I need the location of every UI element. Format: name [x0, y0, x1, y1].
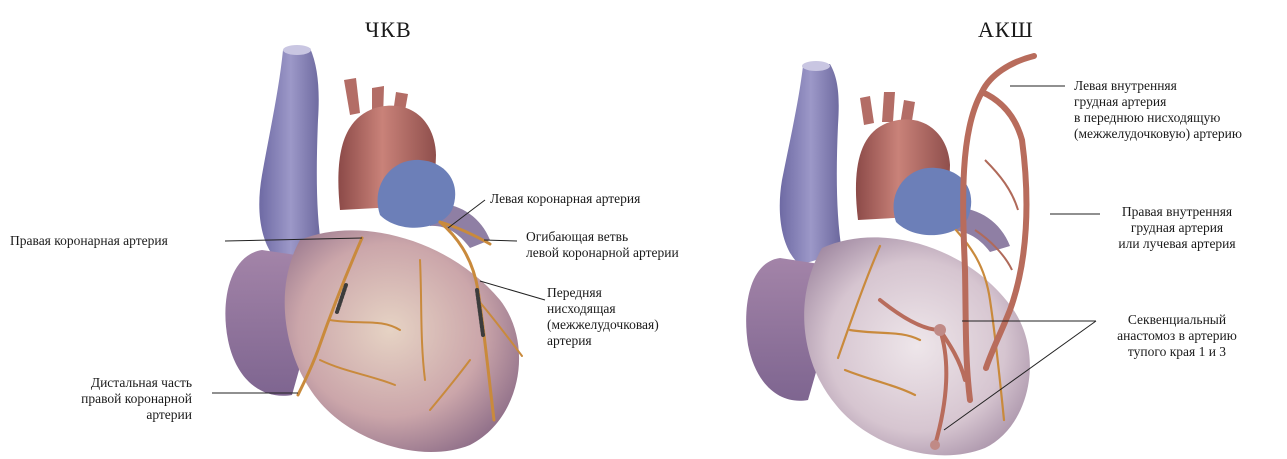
label-circumflex-branch: Огибающая ветвь левой коронарной артерии — [526, 229, 679, 261]
label-right-coronary-artery: Правая коронарная артерия — [10, 233, 168, 249]
label-left-coronary-artery: Левая коронарная артерия — [490, 191, 640, 207]
label-anterior-descending-artery: Передняя нисходящая (межжелудочковая) ар… — [547, 285, 659, 349]
label-right-internal-mammary: Правая внутренняя грудная артерия или лу… — [1095, 204, 1259, 252]
heart-left — [225, 45, 522, 452]
label-sequential-anastomosis: Секвенциальный анастомоз в артерию тупог… — [1102, 312, 1252, 360]
label-distal-right-coronary: Дистальная часть правой коронарной артер… — [40, 375, 192, 423]
heart-right — [746, 56, 1034, 455]
title-cabg: АКШ — [978, 17, 1034, 43]
title-pci: ЧКВ — [365, 17, 412, 43]
label-left-internal-mammary: Левая внутренняя грудная артерия в перед… — [1074, 78, 1242, 142]
